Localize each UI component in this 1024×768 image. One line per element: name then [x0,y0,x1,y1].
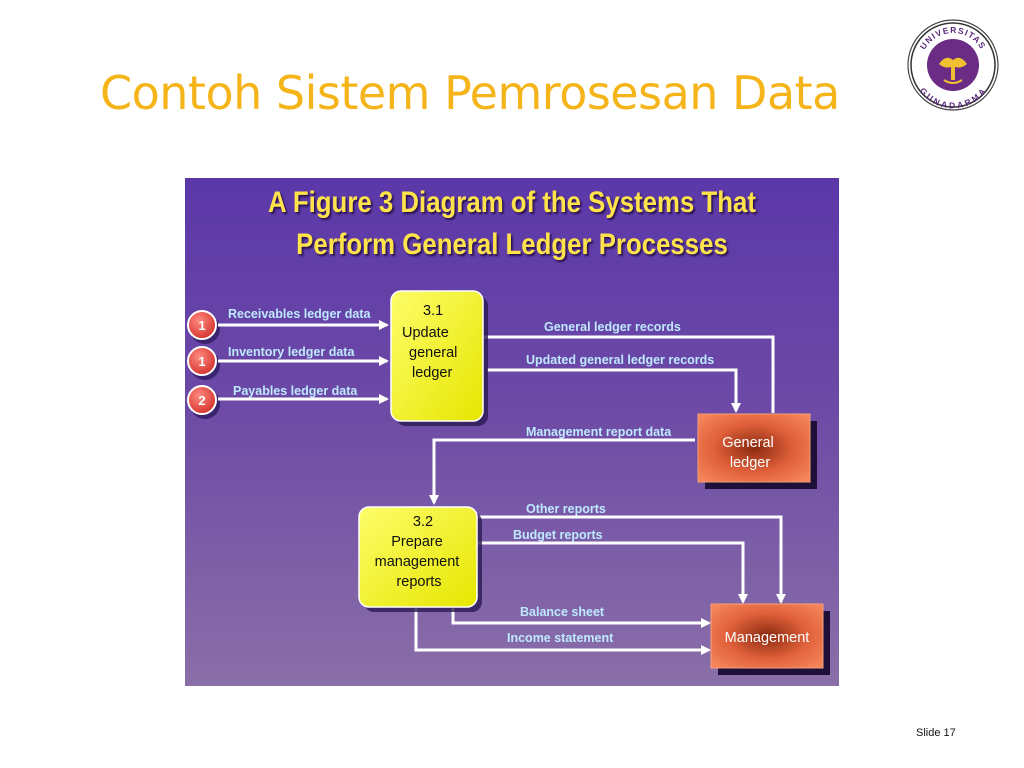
general-ledger-diagram: A Figure 3 Diagram of the Systems That P… [185,178,839,686]
figure-title-line-2: Perform General Ledger Processes [296,228,728,261]
slide-title: Contoh Sistem Pemrosesan Data [100,66,840,120]
process-label-line: reports [396,574,441,590]
connector-1-label: 1 [198,318,205,333]
income-statement-flow-label: Income statement [507,631,614,645]
connector-2-payables: 2 [187,385,220,419]
connector-1-inventory: 1 [187,346,220,380]
management-store: Management [710,603,830,675]
store-label-line: ledger [730,455,770,471]
store-label-line: Management [725,630,810,646]
process-3-2-prepare-management-reports: 3.2 Prepare management reports [358,506,482,612]
income-statement-flow-arrow [414,608,711,655]
svg-text:General ledger: General ledger [722,435,778,471]
process-number: 3.1 [423,303,443,319]
budget-reports-flow-label: Budget reports [513,528,603,542]
figure-title-line-1: A Figure 3 Diagram of the Systems That [268,186,756,219]
diagram-canvas: 1 1 2 [187,290,830,675]
process-number: 3.2 [413,514,433,530]
inventory-flow-label: Inventory ledger data [228,345,355,359]
budget-reports-flow-arrow [477,541,748,604]
figure-title: A Figure 3 Diagram of the Systems That P… [231,182,793,266]
receivables-flow-label: Receivables ledger data [228,307,371,321]
university-seal-icon: UNIVERSITAS GUNADARMA [907,19,999,111]
gl-records-flow-label: General ledger records [544,320,681,334]
svg-text:3.1 Update gen: 3.1 Update general ledger [402,303,461,381]
mgmt-report-data-flow-arrow [429,438,695,505]
general-ledger-store: General ledger [697,413,817,489]
updated-gl-records-flow-label: Updated general ledger records [526,353,714,367]
svg-text:3.2 Prepare ma: 3.2 Prepare management reports [375,514,464,590]
process-label-line: Prepare [391,534,443,550]
process-label-line: ledger [412,365,452,381]
process-3-1-update-general-ledger: 3.1 Update general ledger [390,290,488,426]
process-label-line: general [409,345,457,361]
balance-sheet-flow-label: Balance sheet [520,605,605,619]
gl-records-flow-arrow [473,332,775,413]
payables-flow-label: Payables ledger data [233,384,358,398]
connector-1-label: 1 [198,354,205,369]
other-reports-flow-label: Other reports [526,502,606,516]
process-label-line: management [375,554,460,570]
other-reports-flow-arrow [477,515,786,604]
connector-1-receivables: 1 [187,310,220,344]
connector-2-label: 2 [198,393,205,408]
store-label-line: General [722,435,774,451]
process-label-line: Update [402,325,449,341]
mgmt-report-data-flow-label: Management report data [526,425,672,439]
updated-gl-records-flow-arrow [487,368,741,413]
slide-number: Slide 17 [916,727,956,739]
balance-sheet-flow-arrow [451,608,711,628]
